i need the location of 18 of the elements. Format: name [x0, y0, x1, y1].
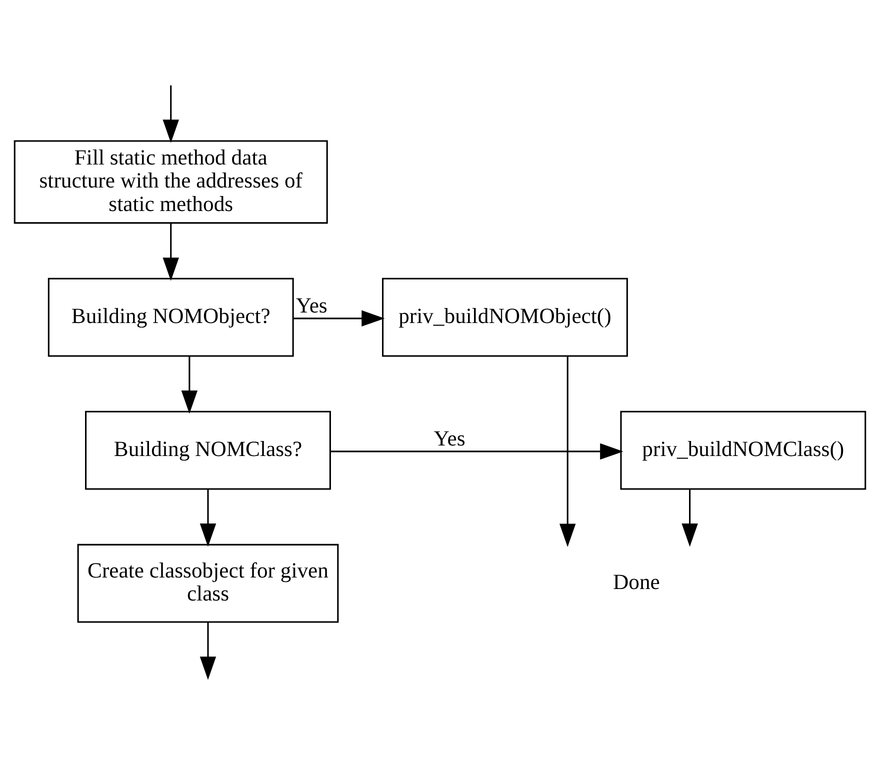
arrow — [559, 356, 576, 547]
arrow — [200, 622, 216, 680]
node-box: priv_buildNOMObject() — [382, 278, 628, 357]
arrow — [162, 223, 179, 281]
arrow — [162, 85, 179, 143]
node-box: priv_buildNOMClass() — [620, 410, 866, 490]
node-box: Fill static method data structure with the addresses of static methods — [14, 140, 328, 224]
arrow — [200, 490, 216, 547]
node-box: Building NOMClass? — [85, 410, 331, 490]
arrow — [293, 310, 385, 327]
arrow — [181, 356, 198, 414]
arrow — [682, 490, 698, 547]
edge-label: Yes — [434, 426, 466, 451]
node-text: Done — [613, 570, 660, 594]
node-box: Create classobject for given class — [77, 544, 339, 623]
node-box: Building NOMObject? — [48, 278, 294, 357]
arrow — [330, 443, 624, 460]
edge-label: Yes — [296, 294, 328, 318]
